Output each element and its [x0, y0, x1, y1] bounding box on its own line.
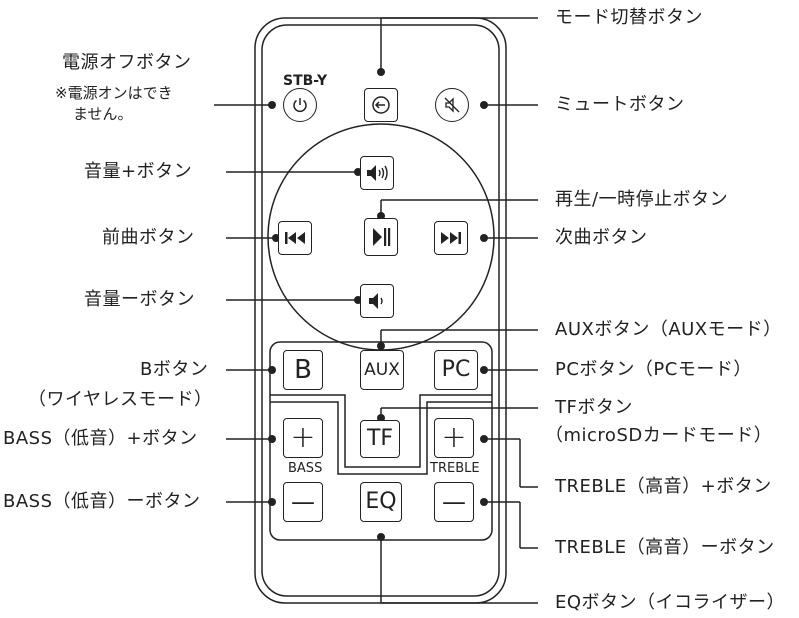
dot-aux [377, 342, 385, 350]
callout-power-note-1: ※電源オンはでき [55, 84, 173, 102]
callout-play-pause: 再生/一時停止ボタン [555, 189, 729, 210]
panel-divider-lower [270, 401, 492, 475]
volume-up-button[interactable] [360, 156, 394, 190]
treble-label: TREBLE [430, 461, 480, 476]
treble-down-button[interactable]: — [434, 482, 474, 522]
aux-button[interactable]: AUX [360, 350, 404, 390]
eq-button[interactable]: EQ [360, 482, 402, 522]
eq-button-label: EQ [365, 489, 397, 514]
callout-mode-switch: モード切替ボタン [555, 7, 703, 28]
next-track-button[interactable] [434, 221, 468, 255]
bass-down-label: — [291, 488, 315, 516]
previous-icon [285, 232, 305, 244]
callout-treble-up: TREBLE（高音）+ボタン [555, 476, 772, 497]
callout-bass-up: BASS（低音）+ボタン [3, 428, 198, 449]
treble-down-label: — [442, 488, 466, 516]
power-button[interactable] [283, 88, 317, 122]
input-switch-icon [372, 96, 390, 114]
dot-next [480, 234, 488, 242]
callout-previous: 前曲ボタン [102, 227, 195, 248]
dot-bassup [268, 435, 276, 443]
callout-b-button-mode: （ワイヤレスモード） [28, 389, 213, 410]
callout-pc: PCボタン（PCモード） [555, 359, 752, 380]
callout-power-note-2: ません。 [73, 105, 133, 123]
play-pause-icon [373, 228, 391, 246]
aux-button-label: AUX [364, 359, 400, 380]
callout-volume-up: 音量+ボタン [84, 161, 193, 182]
model-label: STB-Y [283, 73, 328, 89]
callout-bass-down: BASS（低音）ーボタン [3, 491, 201, 512]
callout-next: 次曲ボタン [555, 227, 648, 248]
treble-up-button[interactable]: + [434, 418, 474, 458]
previous-track-button[interactable] [278, 221, 312, 255]
dot-pc [480, 366, 488, 374]
pc-button-label: PC [441, 357, 471, 382]
dot-trebledown [480, 498, 488, 506]
bass-down-button[interactable]: — [283, 482, 323, 522]
treble-up-label: + [441, 420, 467, 455]
tf-button[interactable]: TF [360, 420, 400, 458]
callout-tf-mode: （microSDカードモード） [545, 425, 773, 446]
dot-mode [377, 68, 385, 76]
volume-down-button[interactable] [360, 284, 394, 318]
b-button[interactable]: B [283, 350, 323, 390]
speaker-quiet-icon [369, 293, 383, 309]
callout-tf: TFボタン [555, 397, 633, 418]
pc-button[interactable]: PC [434, 350, 478, 390]
callout-treble-down: TREBLE（高音）ーボタン [555, 537, 775, 558]
dot-mute [480, 101, 488, 109]
next-icon [441, 232, 461, 244]
callout-volume-down: 音量ーボタン [84, 289, 195, 310]
dot-trebleup [480, 435, 488, 443]
panel-divider-upper [270, 394, 492, 468]
dot-eq [377, 533, 385, 541]
play-pause-button[interactable] [364, 218, 398, 256]
dot-b [268, 366, 276, 374]
callout-eq: EQボタン（イコライザー） [555, 592, 786, 613]
tf-button-label: TF [366, 426, 394, 451]
callout-mute: ミュートボタン [555, 94, 685, 115]
callout-b-button: Bボタン [140, 359, 209, 380]
callout-aux: AUXボタン（AUXモード） [555, 319, 782, 340]
callout-power-off: 電源オフボタン [62, 52, 192, 73]
dot-bassdown [268, 498, 276, 506]
power-icon [293, 98, 307, 113]
mute-icon [444, 97, 460, 113]
bass-label: BASS [288, 461, 323, 476]
bass-up-label: + [290, 420, 316, 455]
mode-switch-button[interactable] [364, 88, 398, 122]
mute-button[interactable] [435, 88, 469, 122]
b-button-label: B [294, 355, 312, 385]
dot-power [268, 101, 276, 109]
bass-up-button[interactable]: + [283, 418, 323, 458]
speaker-loud-icon [367, 165, 388, 181]
